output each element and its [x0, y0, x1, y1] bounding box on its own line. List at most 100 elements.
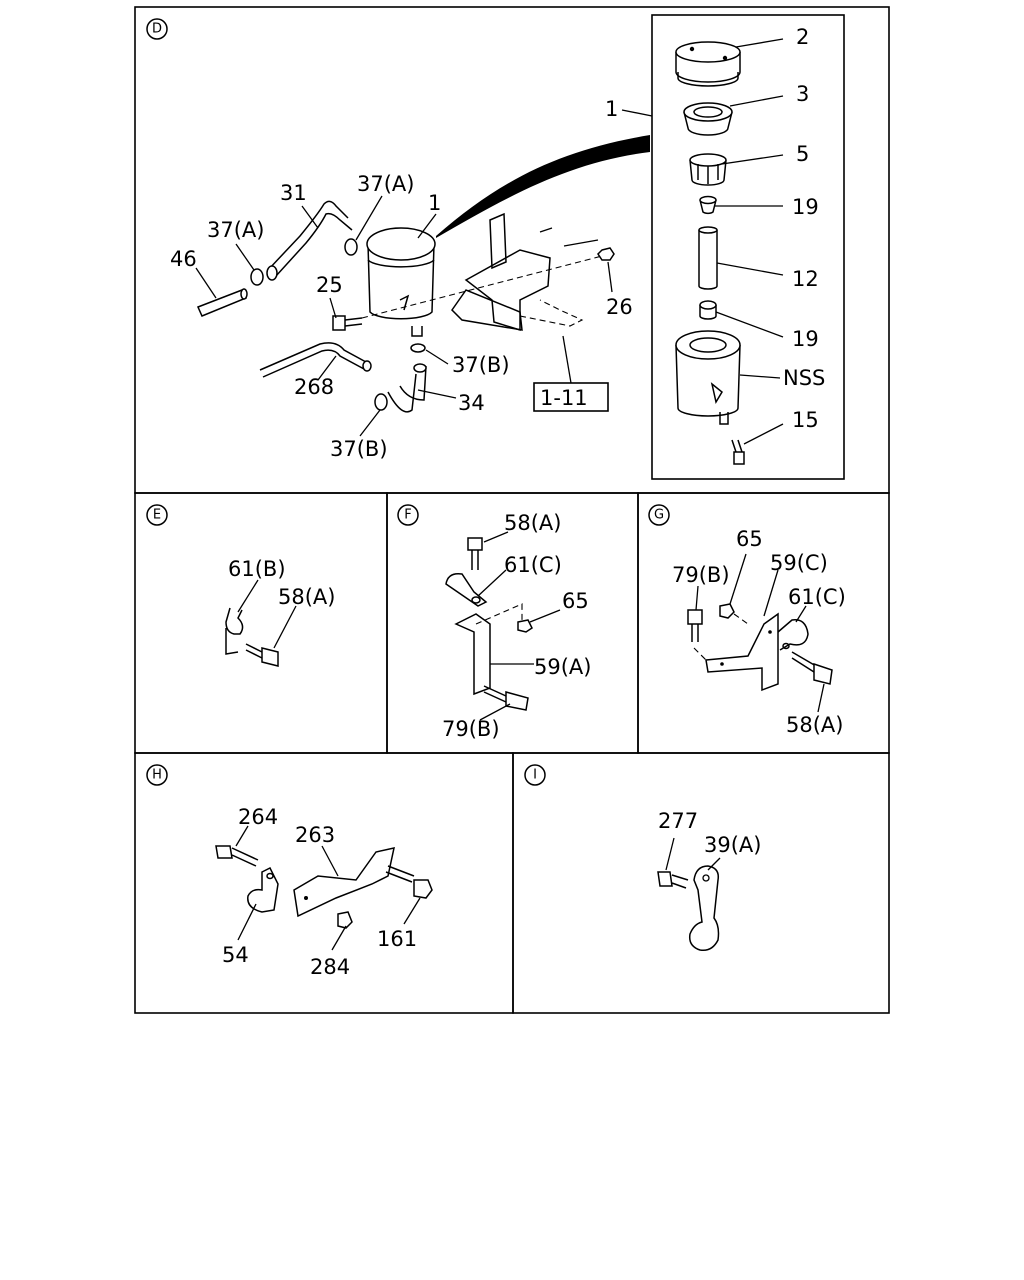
pipe-part-46 — [196, 288, 248, 317]
label-part-65-f: 65 — [562, 589, 589, 613]
clip-part-39a — [688, 865, 720, 952]
bolt-part-161 — [385, 865, 433, 899]
leader-61c-f — [477, 569, 507, 597]
label-part-61c-f: 61(C) — [504, 553, 562, 577]
leader-58a-g — [817, 683, 825, 713]
bolt-part-58a-e — [245, 643, 279, 667]
label-part-31: 31 — [280, 181, 307, 205]
clip-part-61c-g — [777, 619, 809, 651]
panel-g-letter: G — [654, 508, 664, 523]
clip-part-61b — [225, 607, 244, 655]
label-part-19-lower: 19 — [792, 327, 819, 351]
clamp-part-37b-right — [410, 343, 426, 353]
leader-59c — [763, 569, 779, 617]
label-part-277: 277 — [658, 809, 698, 833]
label-part-58a-g: 58(A) — [786, 713, 843, 737]
hose-part-34 — [387, 363, 427, 413]
label-part-2: 2 — [796, 25, 809, 49]
label-part-46: 46 — [170, 247, 197, 271]
bracket-part-263 — [293, 847, 395, 918]
label-part-58a-e: 58(A) — [278, 585, 335, 609]
nut-part-26 — [597, 247, 615, 261]
nut-part-65-f — [517, 619, 533, 633]
panel-i-letter: I — [533, 768, 537, 783]
clip-part-54 — [247, 866, 279, 913]
leader-161 — [403, 897, 421, 925]
grommet-part-19-lower — [699, 300, 717, 320]
label-part-37b-right: 37(B) — [452, 353, 510, 377]
label-part-263: 263 — [295, 823, 335, 847]
label-part-1-main: 1 — [428, 191, 441, 215]
filter-retainer-part-5 — [689, 153, 727, 186]
label-part-61c-g: 61(C) — [788, 585, 846, 609]
bracket-part-59a — [454, 603, 523, 696]
label-part-59c: 59(C) — [770, 551, 828, 575]
label-part-284: 284 — [310, 955, 350, 979]
leader-61c-g — [795, 605, 807, 623]
reservoir-part-1 — [366, 227, 436, 337]
label-part-268: 268 — [294, 375, 334, 399]
panel-e: E 61(B) 58(A) — [146, 504, 335, 667]
bracket-assembly — [451, 212, 599, 332]
panel-g: G 65 79(B) 59(C) 61(C) — [648, 504, 846, 737]
panel-h: H 264 263 54 284 161 — [146, 764, 433, 979]
bolt-part-25 — [332, 315, 363, 331]
leader-61b — [237, 579, 259, 613]
clamp-part-37a-left — [250, 268, 264, 286]
label-part-61b: 61(B) — [228, 557, 286, 581]
clip-part-15 — [731, 439, 745, 465]
panel-h-letter: H — [152, 768, 162, 783]
bolt-part-58a-g — [791, 651, 833, 685]
reservoir-body-part-nss — [675, 330, 741, 425]
panel-f: F 58(A) 61(C) 65 59(A) 79(B) — [397, 504, 591, 741]
panel-i: I 277 39(A) — [524, 764, 761, 952]
panel-i-letter-circle: I — [524, 764, 546, 786]
label-part-15: 15 — [792, 408, 819, 432]
reservoir-cap-part-2 — [675, 41, 741, 87]
panel-f-letter-circle: F — [397, 504, 419, 526]
bracket-part-59c — [693, 612, 779, 692]
panel-f-letter: F — [404, 508, 411, 523]
inset-leaders — [621, 38, 784, 445]
label-part-54: 54 — [222, 943, 249, 967]
panel-d: D — [146, 18, 825, 465]
leader-54 — [237, 903, 257, 941]
label-part-264: 264 — [238, 805, 278, 829]
bolt-part-264 — [215, 845, 259, 867]
label-part-37a-upper: 37(A) — [357, 172, 414, 196]
main-leaders — [195, 195, 613, 437]
label-part-3: 3 — [796, 82, 809, 106]
leader-79b-g — [695, 585, 699, 611]
leader-65-g — [729, 553, 747, 605]
grommet-part-19-upper — [699, 195, 717, 215]
label-part-65-g: 65 — [736, 527, 763, 551]
clamp-part-37a-upper — [344, 238, 358, 256]
clamp-part-37b-lower — [374, 393, 388, 411]
leader-264 — [235, 825, 249, 847]
panel-e-letter-circle: E — [146, 504, 168, 526]
panel-g-letter-circle: G — [648, 504, 670, 526]
nut-part-65-g — [719, 603, 735, 619]
inset-pointer-wedge — [436, 135, 650, 238]
bolt-part-277 — [657, 871, 689, 889]
leader-65-f — [529, 609, 561, 623]
clip-part-61c-f — [445, 572, 488, 607]
ref-box-1-11 — [533, 335, 609, 412]
bolt-part-58a-f — [467, 537, 483, 570]
label-part-161: 161 — [377, 927, 417, 951]
panel-d-letter: D — [152, 22, 162, 37]
cap-seal-part-3 — [683, 102, 733, 136]
bolt-part-79b-g — [687, 609, 703, 642]
label-part-58a-f: 58(A) — [504, 511, 561, 535]
panel-e-letter: E — [153, 508, 161, 523]
bolt-part-79b-f — [483, 685, 529, 711]
label-part-26: 26 — [606, 295, 633, 319]
label-part-nss: NSS — [783, 366, 825, 390]
ref-label-1-11: 1-11 — [540, 386, 588, 410]
label-part-25: 25 — [316, 273, 343, 297]
label-part-19-upper: 19 — [792, 195, 819, 219]
leader-79b-f — [479, 703, 511, 721]
label-part-79b-f: 79(B) — [442, 717, 500, 741]
label-part-1-inset: 1 — [605, 97, 618, 121]
